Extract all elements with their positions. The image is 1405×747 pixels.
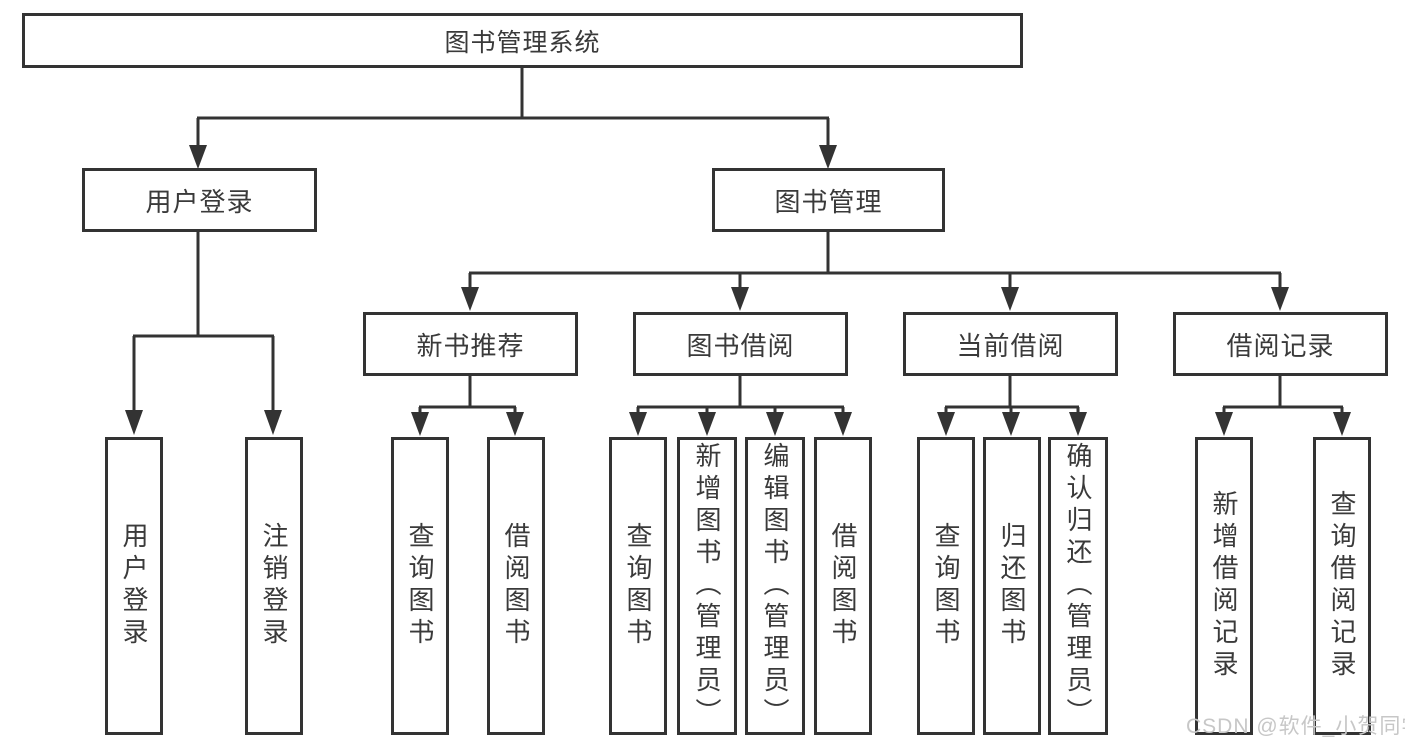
node-label: 图书管理系统 — [444, 28, 601, 57]
node-label: 图书管理 — [774, 186, 883, 217]
node-book-management: 图书管理 — [712, 168, 945, 232]
leaf-query-books-current: 查询图书 — [917, 437, 975, 735]
node-label: 借阅图书 — [828, 522, 858, 650]
node-label: 查询图书 — [405, 522, 435, 650]
leaf-add-books-admin: 新增图书（管理员） — [677, 437, 737, 735]
node-label: 借阅记录 — [1226, 330, 1335, 361]
node-label: 图书借阅 — [686, 330, 795, 361]
leaf-return-books: 归还图书 — [983, 437, 1041, 735]
node-library-management-system: 图书管理系统 — [22, 13, 1023, 68]
leaf-confirm-return-admin: 确认归还（管理员） — [1048, 437, 1108, 735]
leaf-edit-books-admin: 编辑图书（管理员） — [745, 437, 805, 735]
node-label: 编辑图书（管理员） — [760, 442, 790, 730]
node-label: 查询借阅记录 — [1327, 490, 1357, 682]
leaf-user-login: 用户登录 — [105, 437, 163, 735]
node-label: 查询图书 — [623, 522, 653, 650]
node-label: 当前借阅 — [956, 330, 1065, 361]
node-label: 归还图书 — [997, 522, 1027, 650]
leaf-query-borrow-record: 查询借阅记录 — [1313, 437, 1371, 735]
node-borrow-records: 借阅记录 — [1173, 312, 1388, 376]
node-label: 用户登录 — [145, 186, 254, 217]
node-label: 借阅图书 — [501, 522, 531, 650]
leaf-add-borrow-record: 新增借阅记录 — [1195, 437, 1253, 735]
node-label: 确认归还（管理员） — [1063, 442, 1093, 730]
node-current-borrow: 当前借阅 — [903, 312, 1118, 376]
leaf-logout: 注销登录 — [245, 437, 303, 735]
node-book-borrow: 图书借阅 — [633, 312, 848, 376]
node-label: 新增借阅记录 — [1209, 490, 1239, 682]
leaf-borrow-books: 借阅图书 — [814, 437, 872, 735]
node-new-book-recommend: 新书推荐 — [363, 312, 578, 376]
csdn-watermark: CSDN @软件_小贺同学 — [1186, 715, 1405, 738]
leaf-query-books-borrow: 查询图书 — [609, 437, 667, 735]
node-label: 用户登录 — [119, 522, 149, 650]
leaf-borrow-books-recommend: 借阅图书 — [487, 437, 545, 735]
node-user-login: 用户登录 — [82, 168, 317, 232]
arrowheads — [125, 145, 1351, 436]
node-label: 查询图书 — [931, 522, 961, 650]
leaf-query-books-recommend: 查询图书 — [391, 437, 449, 735]
node-label: 新书推荐 — [416, 330, 525, 361]
node-label: 注销登录 — [259, 522, 289, 650]
node-label: 新增图书（管理员） — [692, 442, 722, 730]
